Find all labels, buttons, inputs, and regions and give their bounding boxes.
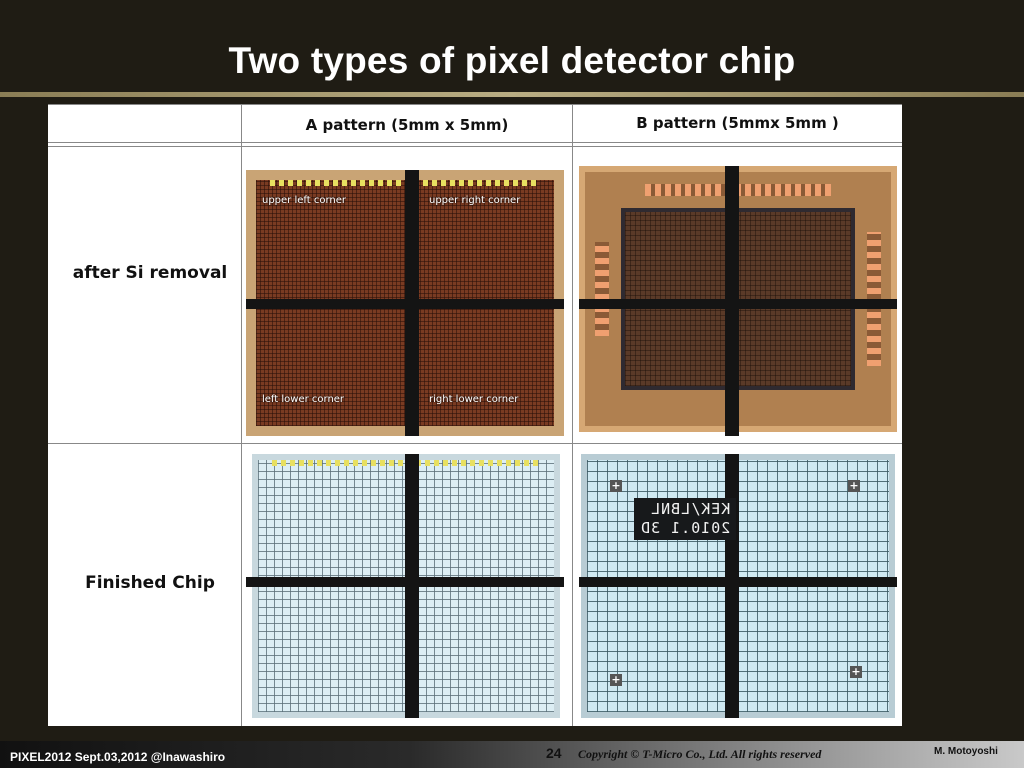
alignment-mark-icon: + [610, 479, 622, 492]
chip-marking-label: KEK/LBNL 2010.1 3D [634, 498, 737, 540]
image-split-horizontal [579, 299, 897, 309]
footer-page-number: 24 [546, 745, 562, 761]
column-header-a-pattern: A pattern (5mm x 5mm) [305, 116, 509, 134]
bond-pads-left [595, 242, 609, 336]
corner-label-right-lower: right lower corner [429, 394, 519, 405]
image-split-horizontal [246, 299, 564, 309]
table-header-divider-2 [48, 146, 902, 147]
footer-bar [0, 741, 1024, 768]
chip-marking-line-1: KEK/LBNL [650, 500, 731, 518]
slide-title: Two types of pixel detector chip [228, 40, 796, 81]
alignment-mark-icon: + [848, 479, 860, 492]
alignment-mark-icon: + [610, 673, 622, 686]
image-split-horizontal [579, 577, 897, 587]
image-split-horizontal [246, 577, 564, 587]
table-col-divider-1 [241, 104, 242, 726]
corner-label-left-lower: left lower corner [262, 394, 345, 405]
footer-copyright: Copyright © T-Micro Co., Ltd. All rights… [578, 747, 822, 761]
table-border-top [48, 104, 902, 105]
alignment-mark-icon: + [850, 665, 862, 678]
corner-label-upper-left: upper left corner [262, 195, 347, 206]
column-header-b-pattern: B pattern (5mmx 5mm ) [636, 114, 839, 132]
row-label-after-si-removal: after Si removal [72, 263, 228, 283]
chip-marking-line-2: 2010.1 3D [640, 519, 731, 537]
comparison-table: A pattern (5mm x 5mm) B pattern (5mmx 5m… [48, 104, 902, 726]
title-rule [0, 92, 1024, 97]
corner-label-upper-right: upper right corner [429, 195, 521, 206]
footer-conference: PIXEL2012 Sept.03,2012 @Inawashiro [10, 750, 226, 764]
row-label-finished-chip: Finished Chip [85, 573, 215, 593]
table-row-divider [48, 443, 902, 444]
table-col-divider-2 [572, 104, 573, 726]
table-header-divider [48, 142, 902, 143]
footer-author: M. Motoyoshi [934, 746, 998, 757]
